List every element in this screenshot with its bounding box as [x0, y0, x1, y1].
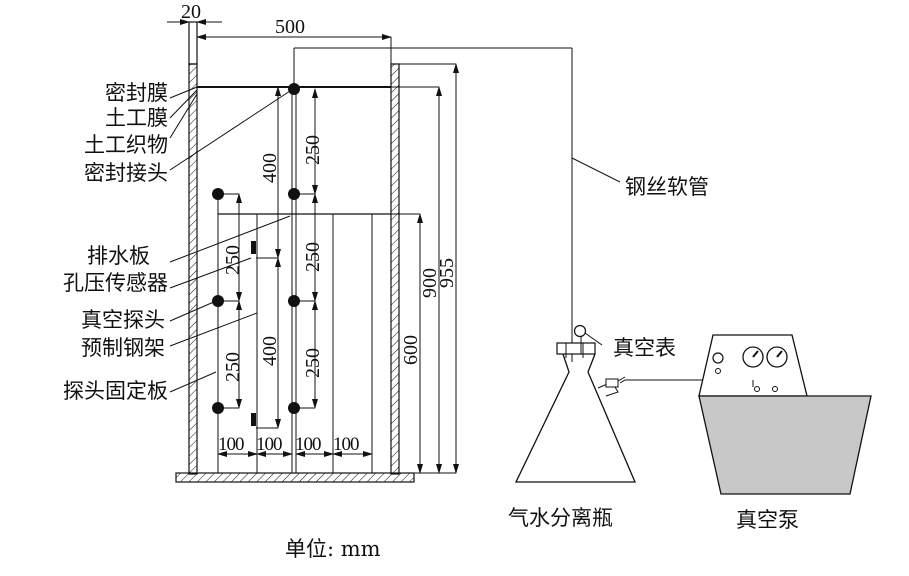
dim-board-spacing-3: 100	[295, 434, 321, 455]
dim-board-spacing-1: 100	[218, 434, 244, 455]
vacuum-gauge	[573, 324, 603, 354]
label-steel-wire-hose: 钢丝软管	[625, 175, 709, 199]
left-wall-extension	[188, 21, 198, 65]
label-probe-fixing-plate: 探头固定板	[63, 379, 168, 403]
gas-water-separator-flask	[514, 342, 636, 483]
pore-pressure-sensor	[251, 413, 256, 426]
label-geotextile: 土工织物	[84, 133, 168, 157]
label-sealing-membrane: 密封膜	[105, 81, 168, 105]
hose-leader-line	[571, 157, 621, 183]
dim-sensor-depth-upper: 400	[259, 153, 281, 183]
dim-box-width: 500	[275, 16, 305, 38]
left-wall	[188, 63, 198, 475]
label-drainage-board: 排水板	[87, 244, 150, 268]
dim-right-spacing-top: 250	[302, 135, 324, 165]
drainage-boards	[217, 195, 373, 473]
dim-left-spacing-bottom: 250	[222, 352, 244, 382]
label-gas-water-separator: 气水分离瓶	[508, 506, 613, 530]
vacuum-probe-dot	[288, 83, 300, 95]
label-vacuum-probe: 真空探头	[81, 308, 165, 332]
dim-box-height: 955	[436, 258, 458, 288]
leader-lines	[169, 86, 291, 393]
label-vacuum-gauge: 真空表	[613, 336, 676, 360]
dim-board-spacing-4: 100	[333, 434, 359, 455]
central-probe-pipe	[291, 47, 573, 473]
unit-note: 单位: mm	[285, 537, 381, 561]
label-geomembrane: 土工膜	[105, 106, 168, 130]
vacuum-pump	[698, 334, 872, 495]
dim-membrane-height: 900	[419, 268, 441, 298]
dim-right-spacing-mid: 250	[302, 242, 324, 272]
dim-sensor-depth-lower: 400	[259, 336, 281, 366]
test-box	[175, 21, 415, 483]
dim-right-spacing-bottom: 250	[302, 348, 324, 378]
label-sealing-joint: 密封接头	[84, 161, 168, 185]
label-prefab-steel-frame: 预制钢架	[81, 336, 165, 360]
base-plate	[175, 472, 415, 483]
pump-body	[698, 395, 872, 495]
dim-soil-height: 600	[400, 335, 422, 365]
dim-wall-thickness: 20	[181, 1, 201, 23]
pore-pressure-sensor	[251, 241, 256, 254]
dim-board-spacing-2: 100	[256, 434, 282, 455]
label-pore-pressure-sensor: 孔压传感器	[63, 271, 168, 295]
dim-left-spacing-top: 250	[222, 245, 244, 275]
dimension-lines	[167, 19, 459, 474]
right-wall	[390, 63, 400, 475]
label-vacuum-pump: 真空泵	[736, 508, 799, 532]
